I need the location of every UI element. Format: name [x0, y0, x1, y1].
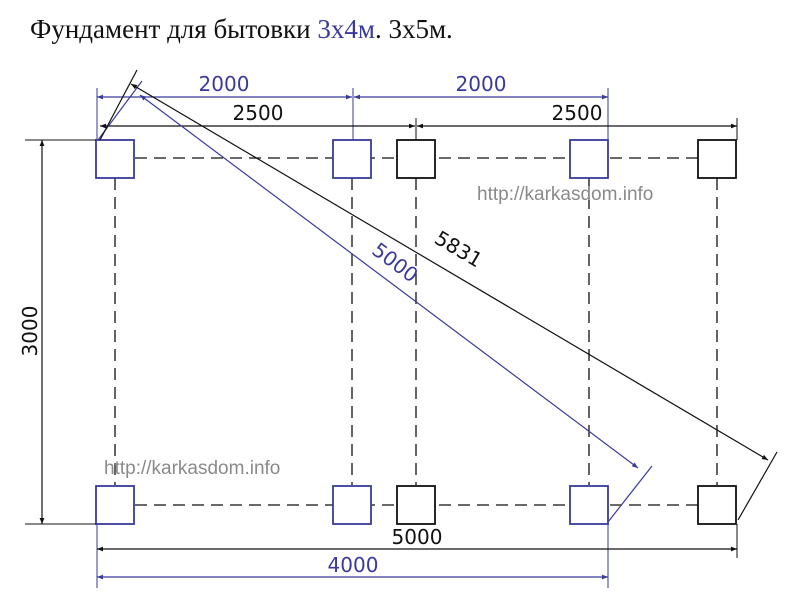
diagonal-black-tick-start	[99, 69, 138, 141]
title-text-1: Фундамент для бытовки	[30, 14, 318, 44]
pillar-blue-top-3	[569, 139, 609, 179]
diagonal-line-blue	[139, 94, 639, 469]
diagonal-black	[99, 69, 778, 521]
dim-label-top-left-2500: 2500	[233, 101, 284, 125]
dim-label-left-3000: 3000	[18, 306, 42, 357]
pillar-blue-bottom-1	[95, 485, 135, 525]
pillar-black-bottom-2	[697, 485, 737, 525]
page-title: Фундамент для бытовки 3х4м. 3х5м.	[30, 14, 453, 45]
pillar-black-top-1	[396, 139, 436, 179]
diagonal-black-tick-end	[737, 451, 778, 521]
dim-label-diagonal-5000: 5000	[368, 238, 423, 288]
dim-label-top-right-2500: 2500	[552, 101, 603, 125]
diagonal-blue-tick-end	[607, 465, 653, 523]
pillar-blue-top-1	[95, 139, 135, 179]
dim-label-bottom-4000: 4000	[328, 553, 379, 577]
dim-label-bottom-5000: 5000	[392, 525, 443, 549]
title-text-2: . 3х5м.	[374, 14, 453, 44]
pillar-blue-bottom-3	[569, 485, 609, 525]
diagonal-blue	[97, 80, 653, 523]
watermark-bottom: http://karkasdom.info	[104, 458, 280, 479]
diagonal-line-black	[130, 83, 769, 461]
watermark-top: http://karkasdom.info	[477, 184, 653, 205]
pillar-black-bottom-1	[396, 485, 436, 525]
dim-label-top-left-2000: 2000	[199, 72, 250, 96]
dim-label-top-right-2000: 2000	[456, 72, 507, 96]
pillar-blue-top-2	[332, 139, 372, 179]
pillar-black-top-2	[697, 139, 737, 179]
pillar-blue-bottom-2	[332, 485, 372, 525]
title-text-accent: 3х4м	[317, 14, 375, 44]
dashed-frame	[114, 157, 718, 506]
